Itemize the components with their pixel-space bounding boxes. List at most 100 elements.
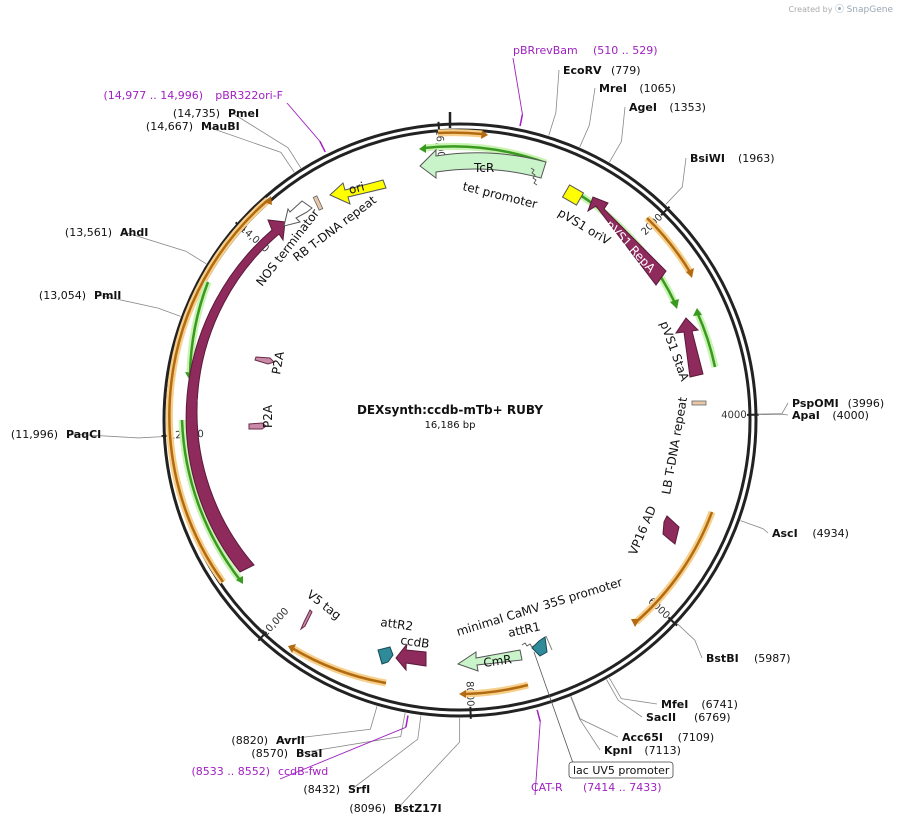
site-pspomi[interactable]: PspOMI(3996) — [792, 397, 884, 410]
site-avrii[interactable]: AvrII(8820) — [231, 734, 304, 747]
label-attr2: attR2 — [380, 615, 414, 633]
site-coord: (1353) — [669, 101, 706, 114]
site-name: BsiWI — [690, 152, 725, 165]
label-ccdb: ccdB — [400, 633, 431, 651]
primer-coord: (510 .. 529) — [593, 44, 658, 57]
label-ori: ori — [347, 179, 366, 197]
site-name: AvrII — [276, 734, 305, 747]
label-p2a-2: P2A — [261, 404, 275, 428]
primer-coord: (8533 .. 8552) — [191, 765, 270, 778]
feature-attr1[interactable] — [531, 636, 548, 657]
site-coord: (5987) — [754, 652, 791, 665]
site-asci[interactable]: AscI(4934) — [772, 527, 849, 540]
site-coord: (8570) — [251, 747, 288, 760]
orf-arrow-head — [264, 196, 272, 205]
site-mrei[interactable]: MreI(1065) — [599, 82, 676, 95]
site-mfei[interactable]: MfeI(6741) — [661, 698, 738, 711]
feature-nos-terminator[interactable] — [283, 200, 313, 227]
site-paqci[interactable]: PaqCI(11,996) — [11, 428, 101, 441]
site-kpni[interactable]: KpnI(7113) — [604, 744, 681, 757]
site-sacii[interactable]: SacII(6769) — [646, 711, 731, 724]
feature-pvs1-staa[interactable] — [674, 317, 704, 378]
feature-pvs1-oriv-box[interactable] — [561, 184, 585, 206]
feature-ruby[interactable] — [185, 219, 286, 573]
site-coord: (6769) — [694, 711, 731, 724]
primer-pbrrevbam[interactable]: pBRrevBam (510 .. 529) — [513, 44, 658, 57]
primer-name: pBRrevBam — [513, 44, 578, 57]
site-coord: (8096) — [349, 802, 386, 815]
site-leader — [548, 69, 560, 136]
primer-leader — [534, 721, 541, 796]
site-name: PmeI — [228, 107, 259, 120]
orf-arrows — [165, 129, 719, 698]
orf-arrow — [291, 646, 387, 685]
feature-cmr[interactable] — [456, 649, 523, 672]
orf-arrow-head — [288, 644, 296, 653]
primer-mark — [519, 114, 524, 127]
orf-arrow-head — [631, 619, 640, 627]
orf-arrow-head — [670, 299, 679, 309]
site-coord: (6741) — [701, 698, 738, 711]
tick-label: 4000 — [721, 410, 747, 421]
site-bstz17i[interactable]: BstZ17I(8096) — [349, 802, 441, 815]
feature-p2a-2-marker[interactable] — [248, 422, 267, 430]
feature-vp16-ad[interactable] — [662, 515, 680, 545]
feature-camv-marker — [545, 635, 553, 651]
site-apai[interactable]: ApaI(4000) — [792, 409, 869, 422]
site-acc65i[interactable]: Acc65I(7109) — [622, 731, 714, 744]
site-bsai[interactable]: BsaI(8570) — [251, 747, 322, 760]
lac-promoter-mark — [521, 642, 536, 648]
site-coord: (8432) — [303, 783, 340, 796]
site-coord: (1065) — [639, 82, 676, 95]
primer-cat-r[interactable]: CAT-R(7414 .. 7433) — [531, 781, 662, 794]
tick-label: 10,000 — [260, 606, 292, 639]
site-coord: (14,667) — [146, 120, 193, 133]
plasmid-length: 16,186 bp — [425, 420, 476, 431]
site-agei[interactable]: AgeI (1353) — [629, 101, 706, 114]
feature-tcr[interactable] — [419, 148, 547, 179]
site-ahdi[interactable]: AhdI(13,561) — [65, 226, 148, 239]
site-maubi[interactable]: MauBI(14,667) — [146, 120, 240, 133]
lac-uv5-promoter-callout[interactable]: lac UV5 promoter — [533, 651, 674, 779]
site-coord: (13,561) — [65, 226, 112, 239]
site-coord: (779) — [611, 64, 641, 77]
feature-p2a-1-marker[interactable] — [254, 356, 275, 365]
site-leader — [757, 402, 789, 415]
tick-mark — [660, 205, 671, 216]
primer-ccdb-fwd[interactable]: ccdB-fwd (8533 .. 8552) — [191, 765, 328, 778]
orf-arrow — [168, 199, 269, 583]
label-tcr: TcR — [473, 161, 494, 175]
restriction-sites: EcoRV(779) MreI(1065) AgeI (1353) BsiWI(1963… — [11, 64, 884, 815]
feature-v5-tag[interactable] — [299, 609, 313, 631]
site-leader — [609, 106, 626, 163]
site-coord: (4000) — [832, 409, 869, 422]
site-bsiwi[interactable]: BsiWI(1963) — [690, 152, 775, 165]
site-leader — [279, 706, 378, 741]
primer-name: ccdB-fwd — [278, 765, 328, 778]
site-srfi[interactable]: SrfI(8432) — [303, 783, 370, 796]
primer-sites: pBRrevBam (510 .. 529) pBR322ori-F(14,977 … — [103, 44, 662, 796]
watermark-prefix: Created by — [788, 5, 833, 14]
feature-ori[interactable] — [329, 179, 387, 205]
feature-attr2[interactable] — [377, 646, 394, 665]
primer-pbr322ori-f[interactable]: pBR322ori-F(14,977 .. 14,996) — [103, 89, 283, 102]
site-leader — [570, 696, 601, 751]
site-bstbi[interactable]: BstBI(5987) — [706, 652, 791, 665]
primer-leader — [279, 726, 407, 780]
primer-mark — [536, 709, 541, 722]
site-pmli[interactable]: PmlI(13,054) — [39, 289, 121, 302]
site-ecorv[interactable]: EcoRV(779) — [563, 64, 641, 77]
feature-pvs1-repa[interactable] — [587, 196, 667, 286]
feature-rb-tdna-marker — [312, 195, 324, 211]
site-name: Acc65I — [622, 731, 663, 744]
site-name: PmlI — [94, 289, 121, 302]
tet-promoter-mark — [530, 167, 538, 186]
site-leader — [69, 433, 163, 439]
label-cmr: CmR — [482, 652, 512, 670]
site-name: AgeI — [629, 101, 657, 114]
feature-ccdb[interactable] — [395, 643, 427, 672]
site-name: AscI — [772, 527, 798, 540]
site-pmei[interactable]: PmeI(14,735) — [173, 107, 259, 120]
site-leader — [606, 679, 643, 718]
primer-coord: (7414 .. 7433) — [583, 781, 662, 794]
